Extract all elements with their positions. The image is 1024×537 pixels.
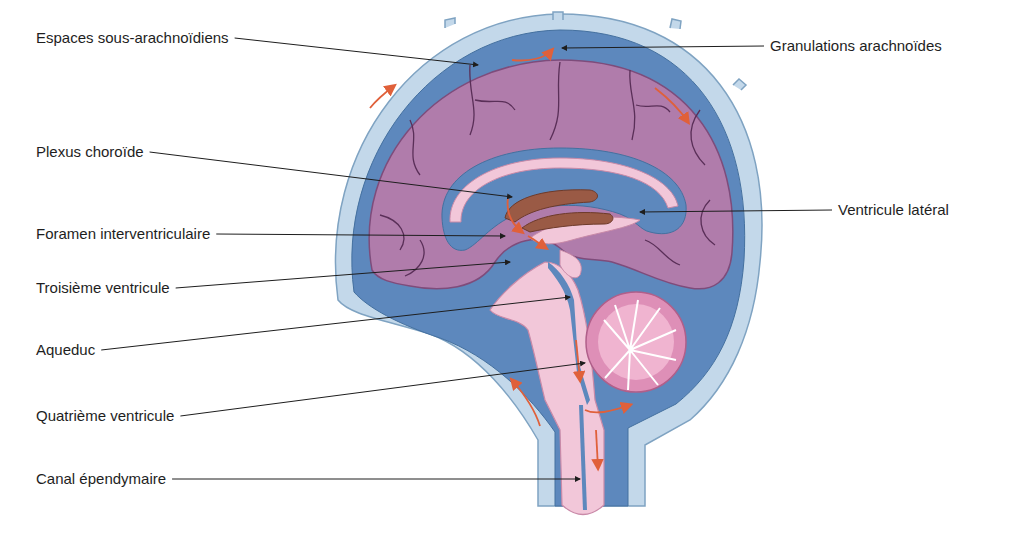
leader-line: [176, 262, 510, 288]
structure-label: Aqueduc: [36, 341, 95, 359]
leader-line: [150, 152, 512, 197]
structure-label: Espaces sous-arachnoïdiens: [36, 29, 229, 47]
leader-line: [180, 363, 585, 416]
leader-line: [235, 38, 478, 65]
leader-line: [640, 210, 832, 212]
leader-line: [101, 297, 570, 350]
structure-label: Canal épendymaire: [36, 470, 166, 488]
structure-label: Plexus choroïde: [36, 143, 144, 161]
structure-label: Ventricule latéral: [838, 201, 949, 219]
leader-line: [216, 234, 505, 236]
structure-label: Foramen interventriculaire: [36, 225, 210, 243]
structure-label: Granulations arachnoïdes: [770, 37, 942, 55]
structure-label: Quatrième ventricule: [36, 407, 174, 425]
structure-label: Troisième ventricule: [36, 279, 170, 297]
leader-line: [562, 46, 764, 48]
leader-line: [172, 479, 580, 480]
